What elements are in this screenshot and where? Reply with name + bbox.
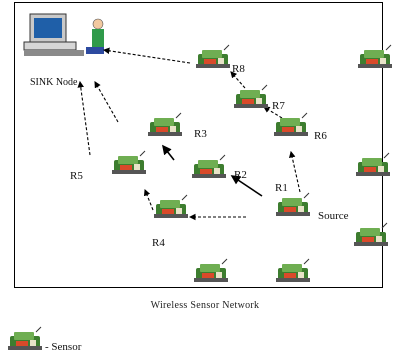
sensor-r2 — [191, 154, 227, 179]
diagram-caption: Wireless Sensor Network — [150, 300, 260, 311]
relay-label-r7: R7 — [272, 100, 285, 112]
sensor-r8 — [195, 44, 231, 69]
arrow-r4-to-r5 — [143, 188, 154, 211]
sensor-top-right — [357, 44, 393, 69]
relay-label-r1: R1 — [275, 182, 288, 194]
routing-arrows — [77, 47, 301, 221]
routing-arrows-solid — [162, 144, 263, 197]
relay-label-r4: R4 — [152, 237, 165, 249]
arrow-source-to-r6 — [288, 150, 301, 193]
sensor-source — [275, 192, 311, 217]
legend-sensor-icon — [7, 326, 43, 351]
source-label: Source — [318, 210, 349, 222]
relay-label-r5: R5 — [70, 170, 83, 182]
sink-node-icon — [23, 13, 104, 56]
relay-label-r8: R8 — [232, 63, 245, 75]
relay-label-r3: R3 — [194, 128, 207, 140]
sensor-r6 — [273, 112, 309, 137]
sensor-bottom-left — [193, 258, 229, 283]
sensor-r3 — [147, 112, 183, 137]
arrow-r5-to-sink — [77, 80, 91, 156]
sensor-bottom-right — [353, 222, 389, 247]
sensor-bottom-middle — [275, 258, 311, 283]
arrow-r3-to-sink — [94, 81, 119, 123]
arrow-r1-to-r2 — [230, 175, 263, 197]
sensor-r7 — [233, 84, 269, 109]
sensor-r5 — [111, 150, 147, 175]
arrow-r7-to-r8 — [230, 71, 246, 89]
sink-node-label: SINK Node — [30, 77, 78, 88]
sensor-r4 — [153, 194, 189, 219]
sensor-right-middle — [355, 152, 391, 177]
legend-label: - Sensor — [45, 341, 82, 353]
network-frame — [14, 2, 383, 288]
arrow-r2-to-r3 — [162, 144, 175, 161]
relay-label-r6: R6 — [314, 130, 327, 142]
arrow-r8-to-sink — [102, 47, 191, 64]
arrow-r6-to-r7 — [263, 106, 283, 119]
relay-label-r2: R2 — [234, 169, 247, 181]
